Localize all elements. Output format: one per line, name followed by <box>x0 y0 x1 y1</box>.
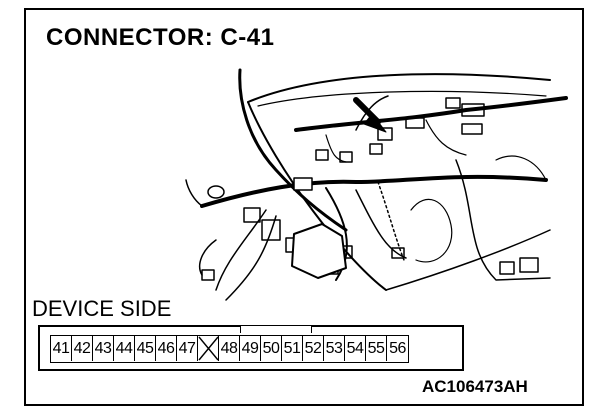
pin-cell: 46 <box>156 336 177 361</box>
pin-cell: 52 <box>303 336 324 361</box>
pin-cell: 47 <box>177 336 198 361</box>
figure-code: AC106473AH <box>422 377 528 396</box>
pin-cell: 43 <box>93 336 114 361</box>
page-title: CONNECTOR: C-41 <box>46 24 275 51</box>
blank-pin-x-icon <box>198 336 219 361</box>
pin-cell: 48 <box>219 336 240 361</box>
connector-pin-row: 41 42 43 44 45 46 47 48 49 50 51 52 53 5… <box>50 335 409 363</box>
device-side-label: DEVICE SIDE <box>32 296 172 321</box>
pin-cell: 41 <box>51 336 72 361</box>
pin-cell: 42 <box>72 336 93 361</box>
pin-cell: 53 <box>324 336 345 361</box>
pin-cell: 56 <box>389 340 406 357</box>
wiring-harness-illustration <box>185 68 568 301</box>
pin-cell: 54 <box>345 336 366 361</box>
pin-cell: 50 <box>261 336 282 361</box>
connector-lock-tab <box>240 325 312 333</box>
pin-cell: 44 <box>114 336 135 361</box>
connector-face: 41 42 43 44 45 46 47 48 49 50 51 52 53 5… <box>38 325 464 371</box>
pin-cell: 45 <box>135 336 156 361</box>
pin-cell-blank <box>198 336 219 361</box>
pin-cell: 49 <box>240 336 261 361</box>
pin-cell: 51 <box>282 336 303 361</box>
pin-cell: 55 <box>366 336 387 361</box>
